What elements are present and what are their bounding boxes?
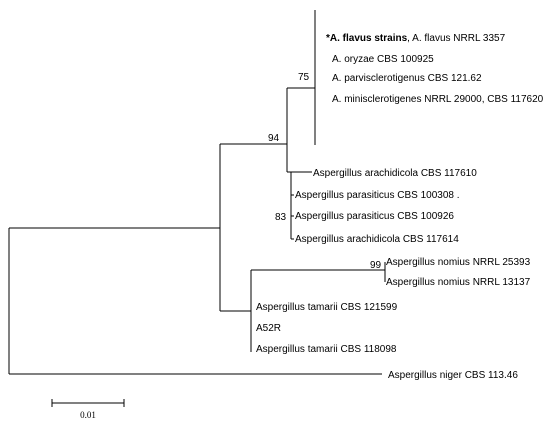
support-values: 75 94 83 99 — [268, 72, 382, 271]
support-value-flavus-parasiticus-clade: 94 — [268, 133, 280, 144]
taxon-label-arachidicola-117614: Aspergillus arachidicola CBS 117614 — [295, 234, 459, 245]
taxon-label-oryzae: A. oryzae CBS 100925 — [332, 54, 434, 65]
support-value-flavus-clade: 75 — [298, 72, 310, 83]
taxon-label-niger: Aspergillus niger CBS 113.46 — [388, 370, 518, 381]
tree-branches — [8, 10, 386, 375]
taxon-label-tamarii-118098: Aspergillus tamarii CBS 118098 — [256, 344, 397, 355]
taxon-label-nomius-13137: Aspergillus nomius NRRL 13137 — [386, 277, 531, 288]
taxon-label-arachidicola-117610: Aspergillus arachidicola CBS 117610 — [313, 168, 477, 179]
taxon-label-a52r: A52R — [256, 323, 281, 334]
taxon-label-parasiticus-100308: Aspergillus parasiticus CBS 100308 . — [295, 190, 460, 201]
taxon-label-flavus-bold: *A. flavus strains — [326, 33, 408, 44]
taxon-labels: *A. flavus strains, A. flavus NRRL 3357 … — [256, 33, 544, 381]
support-value-parasiticus-clade: 83 — [275, 212, 287, 223]
taxon-label-flavus-rest: , A. flavus NRRL 3357 — [407, 33, 505, 44]
taxon-label-nomius-25393: Aspergillus nomius NRRL 25393 — [386, 257, 531, 268]
taxon-label-minisclerotigenes: A. minisclerotigenes NRRL 29000, CBS 117… — [332, 94, 544, 105]
scale-bar-label: 0.01 — [80, 410, 96, 420]
taxon-label-parvisclerotigenus: A. parvisclerotigenus CBS 121.62 — [332, 73, 482, 84]
scale-bar: 0.01 — [51, 399, 125, 420]
taxon-label-flavus: *A. flavus strains, A. flavus NRRL 3357 — [326, 33, 506, 44]
taxon-label-tamarii-121599: Aspergillus tamarii CBS 121599 — [256, 302, 398, 313]
support-value-nomius-clade: 99 — [370, 260, 382, 271]
taxon-label-parasiticus-100926: Aspergillus parasiticus CBS 100926 — [295, 211, 454, 222]
